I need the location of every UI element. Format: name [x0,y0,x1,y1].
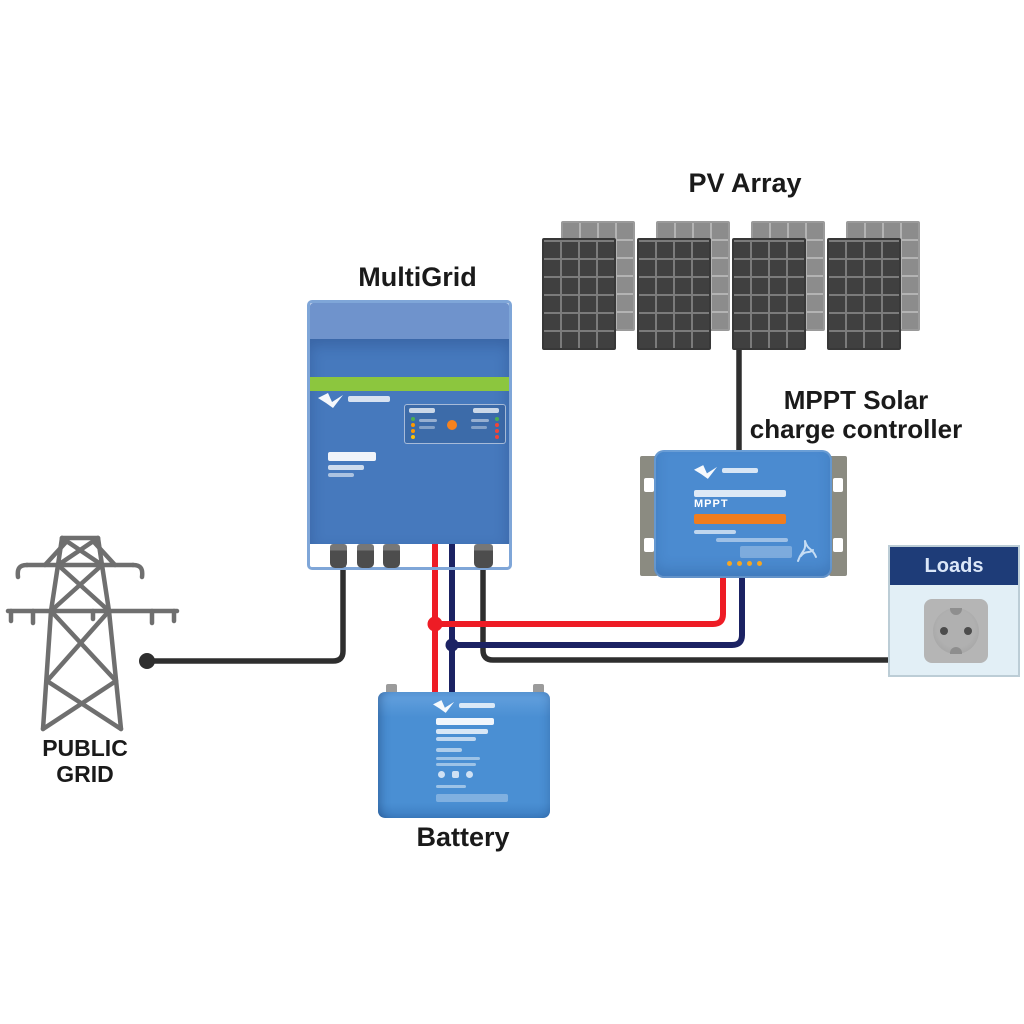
cable-gland [474,544,493,568]
mppt-label-line2: charge controller [749,414,963,445]
public-grid-label: PUBLIC GRID [25,735,145,788]
battery-text-bar [436,729,488,734]
mppt-model-text: MPPT [694,498,729,510]
multigrid-led-panel [404,404,506,444]
bracket-slot [833,478,843,492]
battery-body [378,692,550,818]
loads-label: Loads [924,554,984,577]
battery-cert-mark [452,771,459,778]
outlet-notch-bottom [950,647,962,654]
pv-panel-pair [542,221,642,350]
wire-loads-ac [480,553,895,663]
transmission-tower-icon [5,535,180,732]
wire-dc-positive-branch [432,567,726,627]
mppt-product-text-bar [694,490,786,497]
bracket-slot [644,538,654,552]
mppt-spec-bar [694,530,736,534]
junction-dc-negative [445,638,459,652]
solar-panel-front [542,238,616,350]
victron-logo-icon [433,700,455,713]
mppt-rating-patch [740,546,792,558]
multigrid-subtext-bar [328,465,364,470]
terminal-screw [727,561,732,566]
victron-wordmark [348,396,390,402]
loads-box: Loads [888,545,1020,677]
inverter-label-bar [473,408,499,413]
pv-panel-pair [827,221,927,350]
bracket-slot [833,538,843,552]
mounting-bracket-right [829,456,847,576]
multigrid-frame [307,300,512,570]
loads-header: Loads [890,547,1018,585]
cable-gland [383,544,400,568]
wire-grid-ac [145,553,346,664]
led-red [495,429,499,433]
battery-label: Battery [416,822,510,852]
outlet-notch-top [950,608,962,615]
battery-text-bar [436,785,466,788]
terminal-screw [737,561,742,566]
multigrid-label: MultiGrid [358,262,477,292]
led-red [495,423,499,427]
terminal-screw [747,561,752,566]
charger-label-bar [409,408,435,413]
solar-panel-front [827,238,901,350]
mppt-label: MPPT Solar charge controller [746,385,966,445]
battery-cert-mark [438,771,445,778]
solar-panel-front [637,238,711,350]
victron-symbol-icon [797,540,817,562]
outlet-hole-right [964,627,972,635]
wire-dc-negative-branch [449,567,745,648]
battery-text-bar [436,763,476,766]
multigrid-top-band [310,303,509,339]
mppt-spec-bar [716,538,788,542]
battery-stripe [436,794,508,802]
battery-cert-mark [466,771,473,778]
junction-dc-positive [427,616,443,632]
victron-logo-icon [694,465,718,479]
multigrid-model-text-bar [328,452,376,461]
battery-text-bar [436,748,462,752]
mppt-label-line1: MPPT Solar [783,385,929,415]
panel-text-bar [419,419,437,422]
solar-panel-front [732,238,806,350]
pv-array-label: PV Array [688,168,802,198]
panel-text-bar [419,426,435,429]
led-orange [411,429,415,433]
terminal-screw [757,561,762,566]
outlet-hole-left [940,627,948,635]
led-orange [411,423,415,427]
battery-text-bar [436,757,480,760]
public-grid-label-line1: PUBLIC [42,735,128,761]
panel-text-bar [471,419,489,422]
multigrid-subtext-bar [328,473,354,477]
battery-text-bar [436,718,494,725]
led-yellow [411,435,415,439]
victron-wordmark [459,703,495,708]
battery-text-bar [436,737,476,741]
multigrid-green-stripe [310,377,509,391]
led-green [495,417,499,421]
multigrid-body [310,339,509,544]
led-red [495,435,499,439]
selector-knob [447,420,457,430]
led-green [411,417,415,421]
mppt-orange-stripe [694,514,786,524]
pv-panel-pair [732,221,832,350]
power-outlet-icon [924,599,988,663]
victron-logo-icon [318,393,343,408]
cable-gland [330,544,347,568]
bracket-slot [644,478,654,492]
grid-connection-dot [139,653,155,669]
public-grid-label-line2: GRID [56,760,114,787]
pv-panel-pair [637,221,737,350]
battery-terminal-right [533,684,544,693]
victron-wordmark [722,468,758,473]
mounting-bracket-left [640,456,658,576]
cable-gland [357,544,374,568]
battery-terminal-left [386,684,397,693]
panel-text-bar [471,426,487,429]
